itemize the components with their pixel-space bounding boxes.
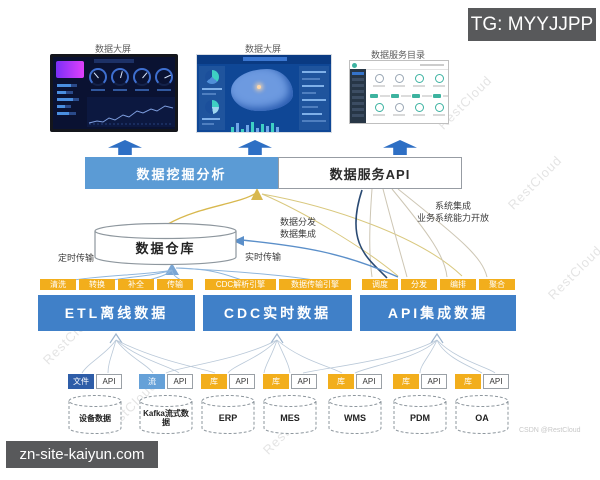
source-cylinder-wms: WMS (328, 394, 382, 436)
gauge-icon (133, 68, 151, 86)
source-type-tag-db: 库 (201, 374, 227, 389)
pie-chart-icon (205, 100, 219, 114)
catalog-card (390, 74, 408, 91)
gauge-icon (111, 68, 129, 86)
gauge-icon (155, 68, 173, 86)
dashboard1-kpi-panel (56, 61, 84, 78)
source-cylinder-mes: MES (263, 394, 317, 436)
data-mining-bar: 数据挖掘分析 (85, 157, 278, 189)
gauge-icon (89, 68, 107, 86)
source-api-tag: API (356, 374, 382, 389)
etl-tag-complete: 补全 (118, 279, 154, 290)
cdc-tag-parse: CDC解析引擎 (205, 279, 276, 290)
source-type-tag-db: 库 (263, 374, 289, 389)
screen-label-3: 数据服务目录 (370, 51, 425, 61)
annotation-sys-line2: 业务系统能力开放 (416, 213, 489, 223)
screen-label-2: 数据大屏 (244, 45, 281, 55)
source-cylinder-kafka: Kafka流式数据 (139, 394, 193, 436)
up-arrow-icon (238, 140, 272, 155)
source-type-tag-file: 文件 (68, 374, 94, 389)
pipeline-api: API集成数据 (360, 295, 516, 331)
watermark-text: RestCloud (544, 242, 600, 303)
source-label: OA (475, 413, 489, 423)
source-type-tag-db: 库 (393, 374, 419, 389)
dashboard1-line-chart (87, 97, 175, 127)
source-cylinder-oa: OA (455, 394, 509, 436)
up-arrow-icon (383, 140, 417, 155)
catalog-card (370, 74, 388, 91)
annotation-sys-integration: 系统集成 业务系统能力开放 (393, 200, 513, 224)
source-type-tag-stream: 流 (139, 374, 165, 389)
catalog-card (390, 103, 408, 120)
dashboard2-bar-chart (231, 115, 281, 132)
etl-tag-clean: 清洗 (40, 279, 76, 290)
source-label: MES (280, 413, 300, 423)
annotation-sys-line1: 系统集成 (434, 201, 471, 211)
annotation-realtime: 实时传输 (245, 252, 282, 262)
source-cylinder-erp: ERP (201, 394, 255, 436)
pipeline-cdc: CDC实时数据 (203, 295, 352, 331)
cdc-tag-transfer: 数据传输引擎 (279, 279, 351, 290)
screen-dashboard-1 (50, 54, 178, 132)
pipeline-etl: ETL离线数据 (38, 295, 195, 331)
pie-chart-icon (205, 70, 219, 84)
screen-dashboard-2 (196, 54, 332, 133)
up-arrow-icon (108, 140, 142, 155)
source-label: 设备数据 (79, 413, 111, 423)
csdn-credit: CSDN @RestCloud (519, 427, 581, 434)
api-tag-dispatch: 分发 (401, 279, 437, 290)
annotation-distribute-line1: 数据分发 (280, 217, 317, 227)
tg-badge: TG: MYYJJPP (468, 8, 596, 41)
source-label: WMS (344, 413, 366, 423)
catalog-card (410, 74, 428, 91)
screen-label-1: 数据大屏 (94, 45, 131, 55)
source-api-tag: API (483, 374, 509, 389)
source-label: PDM (410, 413, 430, 423)
catalog-card (370, 103, 388, 120)
source-type-tag-db: 库 (328, 374, 354, 389)
etl-tag-transfer: 传输 (157, 279, 193, 290)
warehouse-label: 数据仓库 (135, 240, 196, 256)
warehouse-cylinder: 数据仓库 (93, 222, 238, 266)
catalog-topbar (350, 61, 448, 70)
etl-tag-transform: 转换 (79, 279, 115, 290)
annotation-distribute: 数据分发 数据集成 (280, 216, 316, 240)
dashboard2-left-panel (199, 66, 225, 130)
api-tag-aggregate: 聚合 (479, 279, 515, 290)
annotation-integrate-line2: 数据集成 (280, 229, 317, 239)
source-api-tag: API (291, 374, 317, 389)
source-cylinder-pdm: PDM (393, 394, 447, 436)
source-type-tag-db: 库 (455, 374, 481, 389)
dashboard2-right-panel (299, 66, 329, 130)
watermark-text: RestCloud (504, 152, 565, 213)
api-tag-schedule: 调度 (362, 279, 398, 290)
source-api-tag: API (167, 374, 193, 389)
catalog-sidebar (350, 69, 366, 123)
site-badge: zn-site-kaiyun.com (6, 441, 158, 468)
catalog-card (430, 74, 448, 91)
source-api-tag: API (421, 374, 447, 389)
logo-icon (352, 63, 357, 68)
map-icon (231, 69, 293, 111)
screen-service-catalog (349, 60, 449, 124)
dashboard1-title-bar (94, 59, 134, 63)
source-label: ERP (218, 413, 238, 423)
data-service-api-bar: 数据服务API (278, 157, 462, 189)
source-label: Kafka流式数据 (143, 409, 189, 427)
api-tag-orchestrate: 编排 (440, 279, 476, 290)
source-api-tag: API (229, 374, 255, 389)
source-api-tag: API (96, 374, 122, 389)
annotation-timed: 定时传输 (58, 253, 95, 263)
catalog-card (410, 103, 428, 120)
catalog-card (430, 103, 448, 120)
source-cylinder-device: 设备数据 (68, 394, 122, 436)
